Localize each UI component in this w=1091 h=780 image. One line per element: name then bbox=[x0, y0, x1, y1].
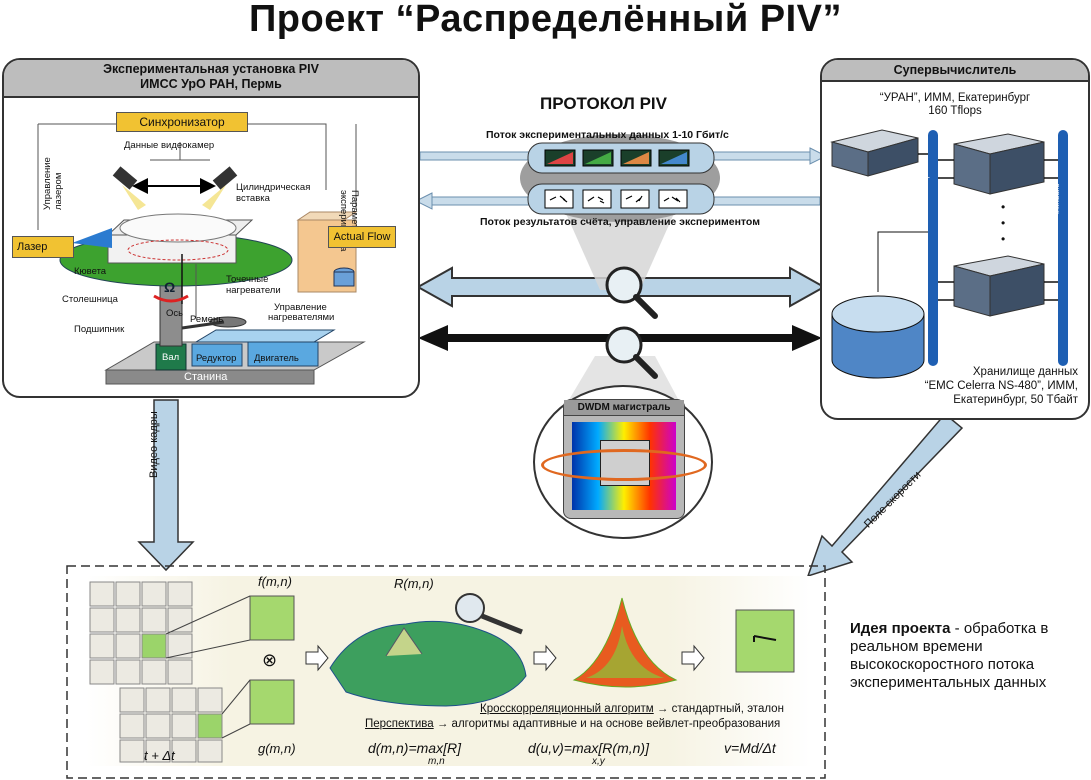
correlation-surface bbox=[329, 620, 527, 707]
ethernet-label: Ethernet 1Gbps bbox=[923, 170, 930, 220]
results-stream-label: Поток результатов счёта, управление эксп… bbox=[480, 216, 760, 228]
belt-label: Ремень bbox=[190, 314, 224, 325]
shaft-label: Вал bbox=[162, 352, 180, 363]
f-label: f(m,n) bbox=[258, 574, 292, 589]
cuvette-label: Кювета bbox=[74, 266, 107, 277]
camera-icon bbox=[212, 166, 238, 190]
storage-label-2: “EMC Celerra NS-480”, ИММ, bbox=[924, 380, 1078, 392]
protocol-bundle bbox=[520, 134, 720, 290]
uran-label-1: “УРАН”, ИММ, Екатеринбург bbox=[879, 92, 1031, 104]
algorithm-2-desc: → алгоритмы адаптивные и на основе вейвл… bbox=[433, 718, 781, 730]
formula-d-uv-sub: x,y bbox=[592, 756, 605, 767]
point-heaters-label-2: нагреватели bbox=[226, 285, 281, 296]
formula-v: v=Md/Δt bbox=[724, 740, 776, 756]
storage-label-3: Екатеринбург, 50 Тбайт bbox=[953, 394, 1078, 406]
cylinder-insert-label-1: Цилиндрическая bbox=[236, 182, 311, 193]
heater-control-label-2: нагревателями bbox=[268, 312, 335, 323]
page-title: Проект “Распределённый PIV” bbox=[248, 0, 843, 40]
storage-label-1: Хранилище данных bbox=[972, 366, 1078, 378]
formula-d-mn-sub: m,n bbox=[428, 756, 445, 767]
omega-label: Ω bbox=[164, 279, 176, 295]
algorithm-line-2: Перспектива → алгоритмы адаптивные и на … bbox=[365, 718, 780, 730]
point-heaters-label-1: Точечные bbox=[226, 274, 269, 285]
dwdm-ring bbox=[541, 449, 707, 481]
supercomputer-header: Супервычислитель bbox=[822, 60, 1088, 82]
magnifier-icon bbox=[455, 593, 523, 635]
camera-icon bbox=[112, 166, 138, 190]
convolution-icon: ⊗ bbox=[262, 650, 278, 670]
frame-grid bbox=[119, 687, 223, 763]
experiment-heading-1: Экспериментальная установка PIV bbox=[103, 62, 319, 76]
reducer-label: Редуктор bbox=[196, 353, 237, 364]
actual-flow-box: Actual Flow bbox=[328, 226, 396, 248]
heater-control-label-1: Управление bbox=[274, 302, 327, 313]
algorithm-line-1: Кросскорреляционный алгоритм → стандартн… bbox=[480, 703, 784, 715]
frame-thumbnails bbox=[544, 149, 690, 209]
dwdm-circle: DWDM магистраль bbox=[533, 385, 713, 539]
laser-control-label: Управление лазером bbox=[42, 157, 64, 210]
storage-icon bbox=[831, 295, 925, 379]
engine-label: Двигатель bbox=[254, 353, 299, 364]
project-idea-text: - обработка в реальном времени высокоско… bbox=[850, 620, 1049, 691]
formula-d-mn: d(m,n)=max[R] bbox=[368, 740, 461, 756]
experiment-panel-header: Экспериментальная установка PIV ИМСС УрО… bbox=[4, 60, 418, 98]
project-idea: Идея проекта - обработка в реальном врем… bbox=[850, 620, 1070, 692]
data-stream-label: Поток экспериментальных данных 1-10 Гбит… bbox=[486, 129, 729, 141]
tabletop-label: Столешница bbox=[62, 294, 118, 305]
video-frames-arrow bbox=[137, 399, 195, 572]
ellipsis-dot: • bbox=[1001, 200, 1006, 214]
formula-d-uv: d(u,v)=max[R(m,n)] bbox=[528, 740, 649, 756]
velocity-field-arrow bbox=[806, 412, 964, 578]
processing-area: f(m,n) g(m,n) R(m,n) ⊗ t + Δt Кросскорре… bbox=[86, 574, 812, 767]
infiniband-label: Infiniband bbox=[1054, 183, 1061, 214]
experiment-panel: Экспериментальная установка PIV ИМСС УрО… bbox=[2, 58, 420, 398]
dwdm-caption: DWDM магистраль bbox=[564, 400, 684, 416]
axis-label: Ось bbox=[166, 308, 184, 319]
t-dt-label: t + Δt bbox=[144, 748, 175, 763]
server-icon bbox=[953, 133, 1045, 195]
frame-grid bbox=[89, 581, 193, 685]
magnifier-icon bbox=[605, 266, 658, 319]
algorithm-1-term: Кросскорреляционный алгоритм bbox=[480, 703, 654, 715]
camera-data-label: Данные видеокамер bbox=[124, 140, 215, 151]
ellipsis-dot: • bbox=[1001, 216, 1006, 230]
processing-frame bbox=[66, 565, 826, 779]
cylinder-insert-label-2: вставка bbox=[236, 193, 270, 204]
laser-box: Лазер bbox=[12, 236, 74, 258]
algorithm-1-desc: → стандартный, эталон bbox=[653, 703, 784, 715]
protocol-title: ПРОТОКОЛ PIV bbox=[540, 94, 667, 113]
server-icon bbox=[953, 255, 1045, 317]
cluster-schematic bbox=[830, 129, 1068, 379]
project-idea-title: Идея проекта bbox=[850, 620, 951, 637]
ellipsis-dot: • bbox=[1001, 232, 1006, 246]
R-label: R(m,n) bbox=[394, 576, 434, 591]
synchronizer-box: Синхронизатор bbox=[116, 112, 248, 132]
server-icon bbox=[830, 129, 919, 177]
uran-label-2: 160 Tflops bbox=[928, 105, 982, 117]
supercomputer-panel: Супервычислитель “УРАН”, ИММ, Екатеринбу… bbox=[820, 58, 1090, 420]
experiment-heading-2: ИМСС УрО РАН, Пермь bbox=[140, 77, 282, 91]
experiment-schematic bbox=[37, 123, 366, 385]
algorithm-2-term: Перспектива bbox=[365, 718, 434, 730]
bearing-label: Подшипник bbox=[74, 324, 125, 335]
processing-graphics bbox=[89, 581, 795, 763]
g-label: g(m,n) bbox=[258, 741, 296, 756]
peak-surface bbox=[572, 597, 678, 688]
base-label: Станина bbox=[184, 371, 228, 383]
